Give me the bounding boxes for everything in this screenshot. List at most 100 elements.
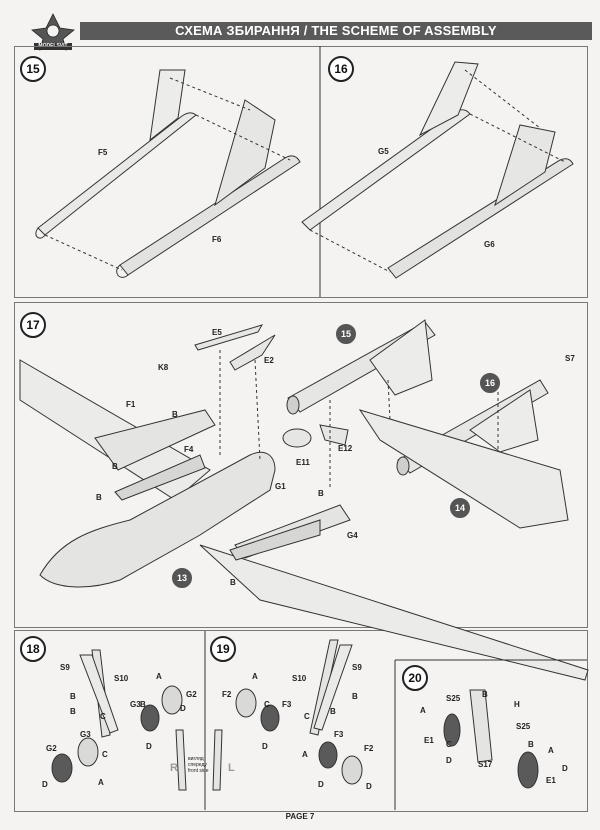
part-g6-label: G6 [484, 240, 495, 249]
step-19-badge: 19 [210, 636, 236, 662]
part-label: A [548, 746, 554, 755]
part-label: C [264, 700, 270, 709]
nacelle-f1-f4 [94, 409, 216, 501]
part-label: A [156, 672, 162, 681]
right-side-label: R [170, 762, 178, 774]
step-15-badge: 15 [20, 56, 46, 82]
step-20-badge: 20 [402, 665, 428, 691]
part-label: E1 [424, 736, 434, 745]
part-label: B [70, 707, 76, 716]
part-label: G2 [46, 744, 57, 753]
part-label: B [70, 692, 76, 701]
part-label: E11 [296, 458, 310, 467]
part-label: C [304, 712, 310, 721]
part-label: C [446, 740, 452, 749]
part-label: B [318, 489, 324, 498]
part-label: G2 [186, 690, 197, 699]
parts-e5-e2 [194, 324, 276, 371]
subassembly-15-badge: 15 [336, 324, 356, 344]
part-label: E5 [212, 328, 222, 337]
nacelle-f6-drawing [116, 99, 301, 278]
nacelle-f5-drawing [35, 69, 197, 239]
nacelle-g6-drawing [387, 124, 574, 279]
subassembly-16-badge: 16 [480, 373, 500, 393]
part-label: B [230, 578, 236, 587]
step-18-badge: 18 [20, 636, 46, 662]
nose-gear-20 [443, 689, 539, 789]
page-number: PAGE 7 [285, 812, 315, 821]
view-note-line1: вигляд [188, 756, 204, 762]
part-label: S9 [352, 663, 362, 672]
part-label: B [352, 692, 358, 701]
part-label: A [252, 672, 258, 681]
part-label: S25 [446, 694, 461, 703]
wheels-19 [235, 688, 363, 785]
part-label: B [528, 740, 534, 749]
part-label: F2 [364, 744, 374, 753]
part-label: B [482, 690, 488, 699]
part-label: G3 [80, 730, 91, 739]
part-label: A [420, 706, 426, 715]
part-label: G1 [275, 482, 286, 491]
part-label: G4 [347, 531, 358, 540]
part-label: D [446, 756, 452, 765]
subassembly-14-badge: 14 [450, 498, 470, 518]
part-label: C [100, 712, 106, 721]
view-note-line3: front side [188, 768, 209, 774]
aircraft-fuselage [39, 451, 276, 588]
part-label: B [140, 700, 146, 709]
intake-e11-e12 [282, 424, 349, 448]
part-label: S17 [478, 760, 493, 769]
part-label: B [112, 462, 118, 471]
part-label: F3 [282, 700, 292, 709]
part-label: A [302, 750, 308, 759]
part-label: D [562, 764, 568, 773]
part-label: B [96, 493, 102, 502]
part-label: S9 [60, 663, 70, 672]
part-label: S7 [565, 354, 575, 363]
left-side-label: L [228, 762, 235, 774]
subassembly-13-badge: 13 [172, 568, 192, 588]
part-label: F1 [126, 400, 136, 409]
steps-18-20-frame [14, 630, 588, 812]
outer-wing-14 [358, 409, 569, 529]
part-label: D [318, 780, 324, 789]
step16-guide-lines [309, 69, 566, 273]
gear-leg-19 [309, 639, 353, 736]
part-label: F2 [222, 690, 232, 699]
nacelle-g1-g4 [229, 504, 351, 561]
part-label: D [366, 782, 372, 791]
part-label: H [514, 700, 520, 709]
front-view-legs [175, 729, 223, 791]
part-label: B [172, 410, 178, 419]
part-label: D [146, 742, 152, 751]
step-16-badge: 16 [328, 56, 354, 82]
part-f5-label: F5 [98, 148, 108, 157]
part-label: G3 [130, 700, 141, 709]
part-label: K8 [158, 363, 169, 372]
step-17-frame [14, 302, 588, 628]
part-label: D [180, 704, 186, 713]
part-label: S10 [114, 674, 129, 683]
steps-15-16-frame [14, 46, 588, 298]
part-label: B [330, 707, 336, 716]
view-note-line2: спереду [188, 762, 207, 768]
part-label: F3 [334, 730, 344, 739]
aircraft-wing-right [199, 544, 589, 681]
part-label: S10 [292, 674, 307, 683]
part-label: D [42, 780, 48, 789]
part-f6-label: F6 [212, 235, 222, 244]
part-label: C [102, 750, 108, 759]
page-title: СХЕМА ЗБИРАННЯ / THE SCHEME OF ASSEMBLY [80, 22, 592, 40]
part-label: F4 [184, 445, 194, 454]
nacelle-g5-drawing [301, 61, 479, 231]
part-label: E1 [546, 776, 556, 785]
engine-nacelle-15 [286, 319, 436, 415]
part-label: S25 [516, 722, 531, 731]
step-17-badge: 17 [20, 312, 46, 338]
step15-guide-lines [44, 77, 291, 271]
part-label: E2 [264, 356, 274, 365]
part-label: D [262, 742, 268, 751]
